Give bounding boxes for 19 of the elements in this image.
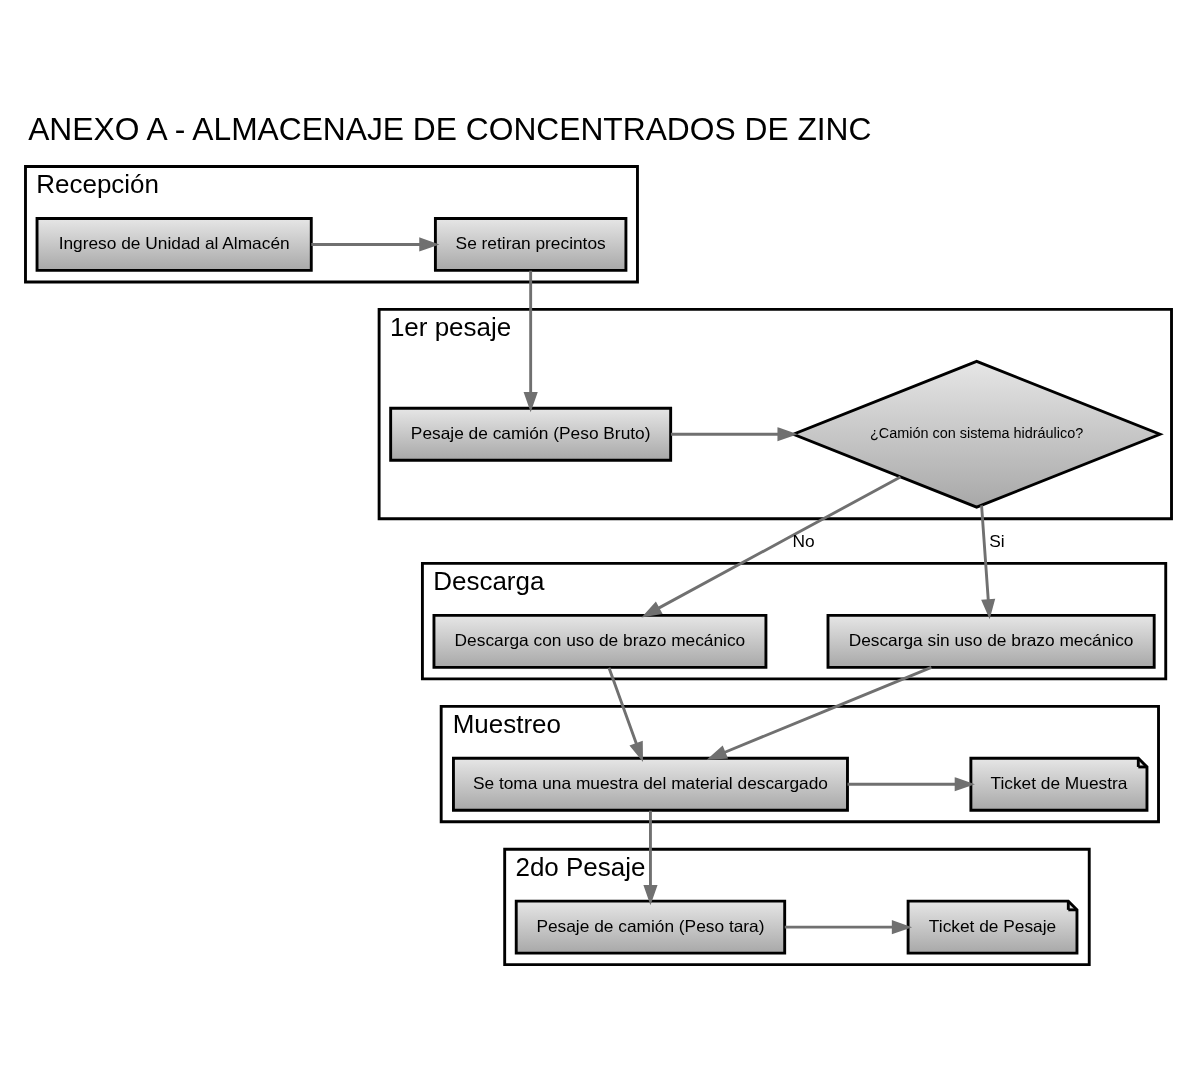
arrow — [706, 665, 932, 760]
arrow — [311, 236, 440, 252]
node-box: Descarga con uso de brazo mecánico — [432, 613, 768, 669]
arrow — [784, 919, 913, 934]
node-box: Se retiran precintos — [433, 216, 628, 272]
node-box: Ingreso de Unidad al Almacén — [35, 216, 313, 272]
arrow — [847, 776, 975, 791]
node-box: Descarga sin uso de brazo mecánico — [826, 613, 1156, 669]
edge-label: No — [792, 530, 815, 551]
node-box: Pesaje de camión (Peso Bruto) — [389, 406, 673, 462]
arrow — [523, 270, 538, 412]
edge-label: Si — [989, 530, 1005, 551]
arrow — [670, 426, 798, 441]
node-box: Se toma una muestra del material descargado — [452, 756, 849, 812]
node-box: Pesaje de camión (Peso tara) — [514, 899, 787, 955]
arrow — [643, 810, 658, 905]
arrow — [607, 666, 643, 762]
arrow — [641, 475, 902, 617]
diagram-title: ANEXO A - ALMACENAJE DE CONCENTRADOS DE ZINC — [28, 110, 872, 147]
